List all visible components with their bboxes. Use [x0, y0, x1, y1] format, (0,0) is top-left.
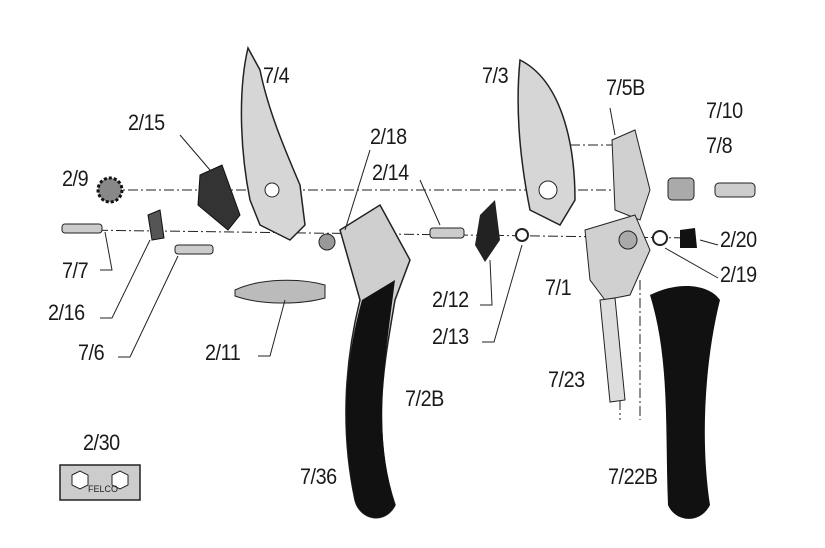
label-2-9: 2/9	[62, 166, 89, 191]
part-7-6-screw	[174, 244, 214, 255]
label-2-16: 2/16	[48, 300, 85, 325]
label-7-23: 7/23	[548, 367, 585, 392]
label-7-5B: 7/5B	[606, 75, 645, 100]
part-7-5B	[611, 129, 651, 221]
part-2-9-gear	[96, 176, 124, 204]
label-7-36: 7/36	[300, 464, 337, 489]
part-7-10-bushing	[667, 177, 695, 201]
part-2-18-nut	[318, 233, 336, 251]
label-2-18: 2/18	[370, 124, 407, 149]
label-2-13: 2/13	[432, 324, 469, 349]
part-7-36-grip	[346, 280, 395, 518]
label-7-3: 7/3	[482, 63, 509, 88]
part-7-4-upper-blade	[240, 45, 306, 241]
label-7-1: 7/1	[545, 275, 572, 300]
label-7-4: 7/4	[263, 63, 290, 88]
label-7-10: 7/10	[706, 98, 743, 123]
label-7-2B: 7/2B	[405, 386, 444, 411]
label-7-7: 7/7	[62, 258, 89, 283]
part-7-8-bolt	[714, 182, 756, 198]
part-7-7-screw	[61, 223, 103, 234]
part-2-13-washer	[515, 228, 529, 242]
label-2-11: 2/11	[205, 340, 241, 365]
part-2-15	[197, 164, 241, 231]
label-2-15: 2/15	[128, 110, 165, 135]
part-7-23-rod	[599, 297, 626, 403]
part-2-16	[147, 209, 165, 241]
part-2-19-ring	[652, 230, 668, 246]
part-2-14-screw	[429, 227, 465, 239]
part-2-20-cap	[680, 228, 697, 248]
label-2-12: 2/12	[432, 287, 469, 312]
label-7-22B: 7/22B	[608, 464, 658, 489]
label-2-14: 2/14	[372, 160, 409, 185]
label-2-20: 2/20	[720, 227, 757, 252]
leader-lines	[100, 107, 719, 358]
part-7-22B-grip	[650, 285, 720, 519]
part-7-3-lower-blade	[517, 58, 576, 226]
part-2-11-spring	[234, 279, 326, 304]
label-7-6: 7/6	[78, 340, 105, 365]
plate-logo-text: FELCO	[88, 484, 118, 494]
label-7-8: 7/8	[706, 133, 733, 158]
part-2-30-plate: FELCO	[59, 464, 141, 501]
part-2-12	[475, 200, 500, 262]
label-2-30: 2/30	[83, 430, 120, 455]
label-2-19: 2/19	[720, 262, 757, 287]
